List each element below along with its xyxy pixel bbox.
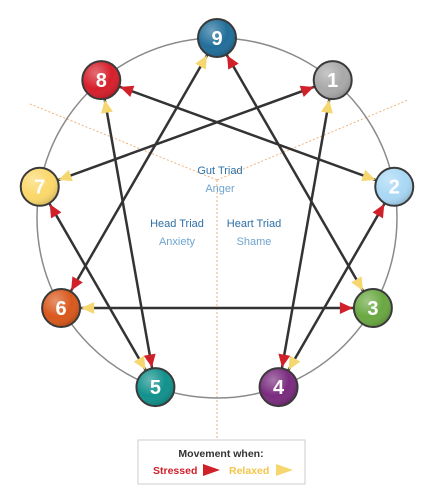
type-node-label: 4 [273,377,285,399]
type-node-9: 9 [197,18,237,58]
type-node-label: 2 [389,177,400,199]
type-node-8: 8 [81,60,122,101]
type-node-shine [376,168,413,205]
type-node-label: 8 [96,70,107,92]
legend: Movement when: Stressed Relaxed [137,439,306,485]
divider-left [29,103,218,181]
type-node-shine [43,290,80,326]
type-node-6: 6 [41,288,82,328]
type-node-2: 2 [374,166,415,207]
type-node-1: 1 [312,60,353,101]
stress-arrow-5-to-7 [49,204,62,219]
head-triad-label: Head Triad Anxiety [150,218,204,248]
relax-arrow-5-to-8 [101,99,113,114]
relaxed-arrow-icon [276,464,293,476]
stress-arrow-9-to-6 [71,276,83,291]
stress-arrow-1-to-4 [278,353,291,368]
type-node-4: 4 [258,367,299,408]
gut-triad-emotion: Anger [205,183,235,195]
type-node-shine [260,369,297,406]
head-triad-title: Head Triad [150,218,204,230]
connection-line-1-4 [277,79,334,388]
type-node-label: 3 [367,298,378,320]
connection-line-8-5 [100,79,157,388]
connection-line-7-1 [39,78,334,188]
type-node-label: 7 [34,177,45,199]
stressed-arrow-icon [203,464,220,476]
legend-box [137,439,306,485]
type-node-shine [21,168,58,205]
stress-arrow-8-to-5 [143,353,156,368]
arrowheads [49,55,385,370]
type-node-shine [199,20,235,56]
relax-arrow-8-to-2 [361,169,376,182]
stress-arrow-4-to-2 [372,204,385,219]
stress-arrow-6-to-3 [339,302,353,314]
relax-arrow-9-to-3 [351,276,363,291]
relax-arrow-4-to-1 [321,99,333,114]
type-node-shine [83,62,120,99]
connection-line-9-6 [60,37,219,309]
legend-title: Movement when: [178,448,263,460]
relax-arrow-7-to-5 [133,355,146,370]
type-node-5: 5 [135,367,176,408]
divider-right [216,99,409,181]
type-node-shine [137,369,174,406]
type-node-shine [354,290,391,326]
type-node-shine [314,62,351,99]
gut-triad-title: Gut Triad [197,165,242,177]
stress-arrow-3-to-9 [227,55,239,70]
connection-line-4-2 [277,186,396,388]
connections [38,37,396,388]
connection-line-3-9 [215,37,374,309]
relax-arrow-2-to-4 [288,355,301,370]
relax-arrow-6-to-9 [195,55,207,70]
type-nodes: 1 2 3 4 5 6 7 8 9 [19,18,415,408]
type-node-label: 6 [56,298,67,320]
type-node-3: 3 [352,288,393,328]
type-node-label: 9 [211,28,222,50]
type-node-label: 1 [327,70,338,92]
type-node-7: 7 [19,166,60,207]
type-node-label: 5 [150,377,161,399]
heart-triad-emotion: Shame [237,236,272,248]
connection-line-5-7 [38,186,157,388]
stress-arrow-7-to-1 [299,85,314,98]
triad-dividers [29,99,409,440]
stress-arrow-2-to-8 [120,85,135,98]
legend-relaxed-label: Relaxed [229,465,269,477]
relax-arrow-3-to-6 [81,302,95,314]
heart-triad-label: Heart Triad Shame [227,218,281,248]
head-triad-emotion: Anxiety [159,236,196,248]
relax-arrow-1-to-7 [58,169,73,182]
heart-triad-title: Heart Triad [227,218,281,230]
connection-line-2-8 [100,78,395,188]
gut-triad-label: Gut Triad Anger [197,165,242,195]
legend-stressed-label: Stressed [153,465,197,477]
